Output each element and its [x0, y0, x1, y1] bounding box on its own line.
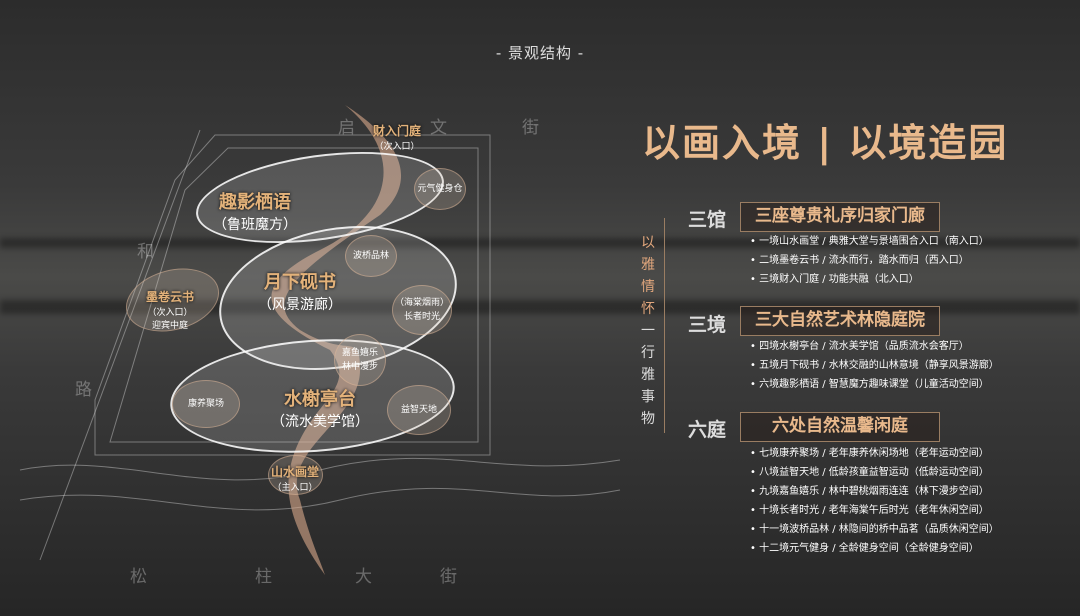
group-title-box: 三大自然艺术林隐庭院 [740, 306, 940, 336]
spot-marker[interactable]: 波桥品林 [345, 235, 397, 277]
gate-label[interactable]: 山水画堂（主入口） [270, 465, 319, 493]
zone-label[interactable]: 趣影栖语（鲁班魔方） [213, 192, 297, 233]
street-char: 松 [130, 567, 147, 587]
spot-marker[interactable]: 康养聚场 [172, 380, 240, 428]
gate-label[interactable]: 财入门庭（次入口） [372, 124, 421, 152]
page-title: - 景观结构 - [495, 44, 585, 62]
group-title-box: 三座尊贵礼序归家门廊 [740, 202, 940, 232]
spot-marker[interactable]: （海棠烟雨）长者时光 [392, 285, 452, 335]
street-char: 和 [137, 242, 154, 262]
zone-label[interactable]: 月下砚书（风景游廊） [258, 272, 342, 313]
gate-label[interactable]: 墨卷云书（次入口）迎宾中庭 [145, 290, 194, 331]
street-char: 街 [440, 567, 457, 587]
group-label: 六庭 [688, 419, 727, 441]
group-list: 四境水榭亭台 / 流水美学馆（品质流水会客厅）五境月下砚书 / 水林交融的山林意… [750, 337, 999, 394]
street-char: 街 [522, 118, 539, 138]
group-label: 三馆 [688, 209, 727, 231]
ink-band [0, 238, 1080, 248]
group-title-box: 六处自然温馨闲庭 [740, 412, 940, 442]
bracket-line [664, 218, 682, 433]
street-char: 文 [430, 118, 447, 138]
group-list: 七境康养聚场 / 老年康养休闲场地（老年运动空间）八境益智天地 / 低龄孩童益智… [750, 444, 999, 558]
zone-label[interactable]: 水榭亭台（流水美学馆） [271, 389, 369, 430]
street-char: 启 [338, 118, 355, 138]
spot-marker[interactable]: 元气健身仓 [414, 168, 466, 210]
spot-marker[interactable]: 益智天地 [387, 385, 451, 435]
group-label: 三境 [688, 314, 727, 336]
spot-marker[interactable]: 嘉鱼嬉乐林中漫步 [334, 334, 386, 386]
street-char: 路 [75, 380, 92, 400]
gate-circle [268, 455, 323, 495]
motto-vertical: 以雅情怀一行雅事物 [641, 235, 655, 427]
street-char: 大 [355, 567, 372, 587]
group-list: 一境山水画堂 / 典雅大堂与景墙围合入口（南入口）二境墨卷云书 / 流水而行，踏… [750, 232, 989, 289]
headline: 以画入境 | 以境造园 [642, 121, 1009, 165]
street-char: 柱 [255, 567, 272, 587]
